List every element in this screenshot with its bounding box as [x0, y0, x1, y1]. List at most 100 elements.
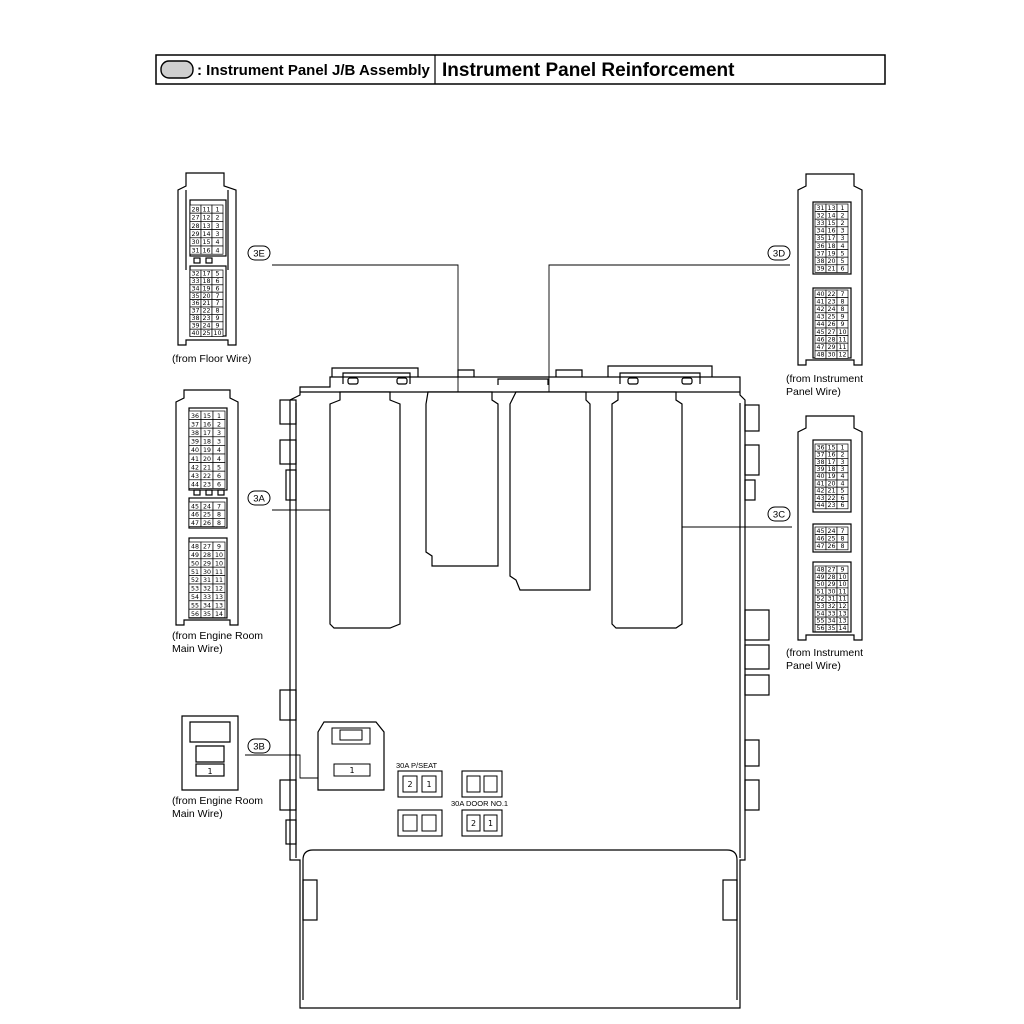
pin-number: 46 — [816, 535, 824, 542]
pin-number: 35 — [191, 293, 199, 300]
pin-number: 31 — [191, 247, 199, 254]
pin-number: 8 — [840, 535, 844, 542]
slot-3D-outline — [509, 391, 591, 591]
pin-number: 24 — [827, 306, 835, 313]
pin-number: 11 — [838, 588, 846, 595]
pin-number: 14 — [838, 625, 846, 632]
pin-number: 6 — [840, 502, 844, 509]
pin-number: 48 — [191, 544, 199, 551]
pin-number: 9 — [840, 314, 844, 321]
pin-number: 27 — [827, 567, 835, 574]
pin-number: 7 — [840, 528, 844, 535]
pin-number: 38 — [191, 315, 199, 322]
pin-number: 54 — [816, 610, 824, 617]
pin-number: 11 — [838, 336, 846, 343]
pin-number: 19 — [827, 250, 835, 257]
bubble-3E: 3E — [247, 245, 271, 261]
pin-number: 24 — [202, 322, 210, 329]
pin-number: 2 — [840, 452, 844, 459]
pin-number: 39 — [191, 439, 199, 446]
pin-number: 32 — [191, 271, 199, 278]
pin-number: 15 — [827, 444, 835, 451]
pin-number: 3 — [217, 439, 221, 446]
legend-text: : Instrument Panel J/B Assembly — [197, 62, 431, 79]
pin-number: 34 — [827, 618, 835, 625]
pin-number: 4 — [217, 456, 221, 463]
pin-number: 26 — [827, 543, 835, 550]
pin-number: 35 — [816, 235, 824, 242]
jb-slots — [317, 391, 683, 791]
pin-number: 21 — [827, 266, 835, 273]
pin-number: 23 — [827, 502, 835, 509]
pin-number: 8 — [215, 308, 219, 315]
pin-number: 45 — [191, 503, 199, 510]
pin-number: 39 — [816, 266, 824, 273]
pin-number: 39 — [191, 322, 199, 329]
pin-number: 56 — [816, 625, 824, 632]
pin-number: 31 — [203, 577, 211, 584]
pin-number: 13 — [827, 205, 835, 212]
pin-number: 25 — [202, 330, 210, 337]
pin-number: 13 — [215, 594, 223, 601]
pin-number: 3 — [215, 223, 219, 230]
pin-number: 40 — [191, 330, 199, 337]
pin-number: 37 — [191, 308, 199, 315]
pin-number: 29 — [827, 581, 835, 588]
pin-number: 53 — [816, 603, 824, 610]
fuse-p-seat-pin-2: 2 — [407, 780, 412, 789]
pin-number: 30 — [203, 569, 211, 576]
pin-number: 41 — [816, 298, 824, 305]
pin-number: 24 — [203, 503, 211, 510]
pin-number: 10 — [213, 330, 221, 337]
pin-number: 16 — [202, 247, 210, 254]
pin-number: 52 — [191, 577, 199, 584]
pin-number: 5 — [215, 271, 219, 278]
pin-number: 54 — [191, 594, 199, 601]
pin-cell — [836, 264, 849, 273]
pin-number: 28 — [827, 574, 835, 581]
pin-number: 7 — [217, 503, 221, 510]
fuse-door-upper-socket — [461, 770, 503, 798]
pin-number: 34 — [816, 228, 824, 235]
pin-number: 19 — [827, 473, 835, 480]
slot-3C-outline — [611, 391, 683, 629]
pin-number: 29 — [827, 344, 835, 351]
pin-number: 34 — [191, 285, 199, 292]
pin-number: 35 — [203, 611, 211, 618]
svg-text:3E: 3E — [253, 249, 265, 260]
pin-number: 8 — [217, 520, 221, 527]
pin-number: 19 — [202, 285, 210, 292]
pin-number: 9 — [215, 315, 219, 322]
bubble-3B: 3B — [247, 738, 271, 754]
pin-number: 22 — [827, 291, 835, 298]
pin-number: 14 — [827, 212, 835, 219]
label-3A-source-2: Main Wire) — [172, 643, 223, 655]
pin-number: 20 — [827, 480, 835, 487]
pin-number: 53 — [191, 586, 199, 593]
pin-number: 49 — [816, 574, 824, 581]
pin-number: 1 — [215, 206, 219, 213]
pin-number: 21 — [827, 488, 835, 495]
pin-number: 12 — [838, 603, 846, 610]
pin-number: 11 — [202, 206, 210, 213]
pin-number: 29 — [191, 231, 199, 238]
pin-number: 3 — [840, 459, 844, 466]
pin-number: 9 — [840, 321, 844, 328]
pin-number: 5 — [840, 250, 844, 257]
pin-number: 40 — [816, 291, 824, 298]
pin-number: 37 — [816, 452, 824, 459]
pin-number: 22 — [827, 495, 835, 502]
pin-number: 30 — [827, 588, 835, 595]
pin-number: 6 — [217, 482, 221, 489]
bubble-3A: 3A — [247, 490, 271, 506]
pin-number: 7 — [215, 293, 219, 300]
pin-number: 47 — [816, 344, 824, 351]
connector-bubbles: 3E 3A 3B 3D 3C — [247, 245, 791, 754]
pin-number: 8 — [840, 298, 844, 305]
pin-number: 9 — [217, 544, 221, 551]
label-3B-source-1: (from Engine Room — [172, 795, 263, 807]
fuse-p-seat-label: 30A P/SEAT — [396, 761, 438, 770]
